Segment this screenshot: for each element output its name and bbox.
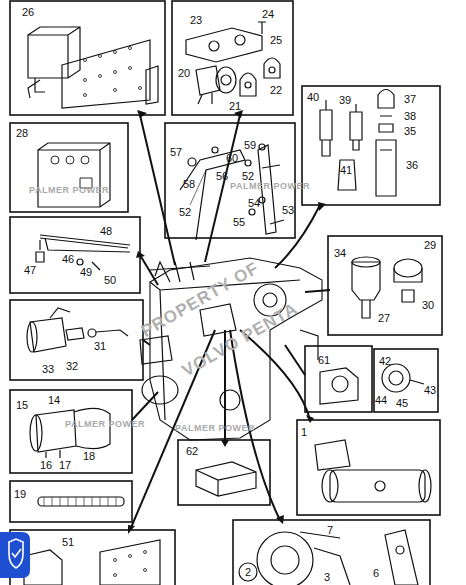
callout-number: 25 bbox=[270, 34, 282, 46]
callout-number: 30 bbox=[422, 299, 434, 311]
callout-number: 44 bbox=[375, 394, 387, 406]
callout-number: 60 bbox=[226, 152, 238, 164]
callout-number: 48 bbox=[100, 225, 112, 237]
callout-number: 35 bbox=[404, 125, 416, 137]
callout-number: 2 bbox=[245, 566, 251, 578]
callout-number: 15 bbox=[16, 399, 28, 411]
callout-number: 28 bbox=[16, 127, 28, 139]
callout-number: 1 bbox=[301, 426, 307, 438]
callout-number: 52 bbox=[242, 170, 254, 182]
callout-number: 32 bbox=[66, 360, 78, 372]
watermark: PALMER POWER bbox=[29, 184, 109, 196]
callout-number: 14 bbox=[48, 394, 60, 406]
callout-number: 33 bbox=[42, 363, 54, 375]
callout-number: 47 bbox=[24, 264, 36, 276]
callout-number: 27 bbox=[378, 312, 390, 324]
callout-number: 58 bbox=[183, 178, 195, 190]
callout-number: 46 bbox=[62, 253, 74, 265]
callout-number: 62 bbox=[186, 445, 198, 457]
callout-number: 26 bbox=[22, 6, 34, 18]
callout-number: 53 bbox=[282, 204, 294, 216]
callout-number: 29 bbox=[424, 239, 436, 251]
callout-number: 61 bbox=[318, 354, 330, 366]
watermark: PROPERTY OF bbox=[140, 262, 261, 339]
callout-number: 31 bbox=[94, 340, 106, 352]
callout-number: 37 bbox=[404, 93, 416, 105]
callout-number: 59 bbox=[244, 139, 256, 151]
callout-number: 20 bbox=[178, 67, 190, 79]
watermark: PALMER POWER bbox=[230, 180, 310, 192]
watermark: PALMER POWER bbox=[65, 418, 145, 430]
callout-number: 19 bbox=[14, 488, 26, 500]
callout-number: 18 bbox=[83, 450, 95, 462]
callout-number: 45 bbox=[396, 397, 408, 409]
callout-number: 43 bbox=[424, 384, 436, 396]
callout-number: 34 bbox=[334, 247, 346, 259]
callout-number: 41 bbox=[340, 164, 352, 176]
callout-number: 36 bbox=[406, 159, 418, 171]
callout-number: 6 bbox=[373, 567, 379, 579]
callout-number: 3 bbox=[324, 571, 330, 583]
watermark: PALMER POWER bbox=[175, 422, 255, 434]
callout-number: 7 bbox=[327, 524, 333, 536]
callout-number: 40 bbox=[307, 91, 319, 103]
callout-number: 22 bbox=[270, 84, 282, 96]
callout-number: 55 bbox=[233, 216, 245, 228]
callout-number: 50 bbox=[104, 274, 116, 286]
callout-number: 49 bbox=[80, 266, 92, 278]
callout-number: 54 bbox=[248, 197, 260, 209]
watermark: VOLVO PENTA bbox=[181, 302, 300, 378]
callout-number: 51 bbox=[62, 536, 74, 548]
callout-number: 21 bbox=[229, 100, 241, 112]
callout-number: 39 bbox=[339, 94, 351, 106]
callout-number: 17 bbox=[59, 459, 71, 471]
callout-number: 42 bbox=[379, 355, 391, 367]
callout-number: 52 bbox=[179, 206, 191, 218]
callout-number: 24 bbox=[262, 8, 274, 20]
callout-number: 16 bbox=[40, 459, 52, 471]
callout-number: 57 bbox=[170, 146, 182, 158]
callout-number: 38 bbox=[404, 110, 416, 122]
callout-number: 23 bbox=[190, 14, 202, 26]
callout-number: 56 bbox=[216, 170, 228, 182]
